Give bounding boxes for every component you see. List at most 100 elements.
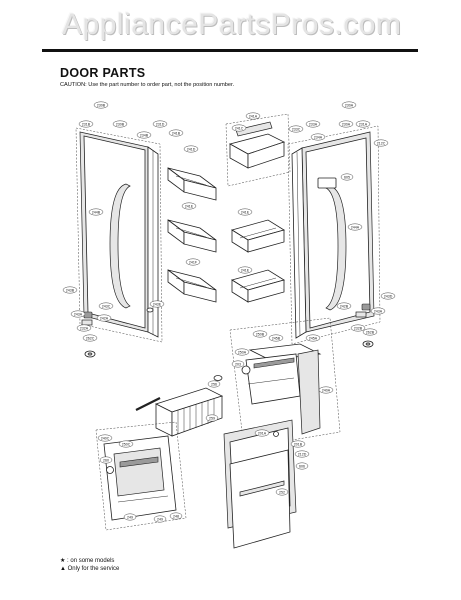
svg-text:231A: 231A: [359, 122, 368, 126]
label-250a: 250A: [234, 348, 250, 356]
svg-text:212C: 212C: [377, 141, 386, 145]
svg-text:241C: 241C: [235, 126, 244, 130]
label-201b: 201B: [290, 440, 306, 448]
label-234b: 234B: [136, 131, 152, 139]
label-230b-top: 230B: [93, 101, 109, 109]
svg-text:241A: 241A: [249, 114, 258, 118]
label-231d: 231D: [152, 120, 168, 128]
label-243a-right: 243A: [370, 307, 386, 315]
svg-text:241E: 241E: [185, 204, 194, 208]
svg-text:242A: 242A: [100, 316, 109, 320]
label-241f: 241F: [185, 258, 201, 266]
label-230b: 230B: [112, 120, 128, 128]
right-door: [287, 125, 381, 345]
door-bins-left: [167, 167, 217, 303]
door-parts-diagram: .p { fill: #ffffff; stroke: #222; stroke…: [62, 101, 396, 549]
door-bins-right: [225, 113, 291, 303]
svg-text:250C: 250C: [122, 442, 131, 446]
label-241e-lower: 241E: [237, 266, 253, 274]
label-249: 249: [123, 513, 137, 521]
svg-text:232A: 232A: [80, 326, 89, 330]
label-605: 605: [340, 173, 354, 181]
label-234a: 234A: [310, 133, 326, 141]
label-240c: 240C: [97, 434, 113, 442]
svg-text:241D: 241D: [187, 147, 196, 151]
svg-text:233A: 233A: [309, 122, 318, 126]
label-230a-top: 230A: [341, 101, 357, 109]
svg-text:230B: 230B: [97, 103, 106, 107]
label-233a: 233A: [305, 120, 321, 128]
svg-text:241F: 241F: [189, 260, 198, 264]
label-243e: 243E: [149, 300, 165, 308]
svg-text:243A: 243A: [374, 309, 383, 313]
label-231a: 231A: [355, 120, 371, 128]
svg-text:250A: 250A: [238, 350, 247, 354]
label-230a: 230A: [338, 120, 354, 128]
label-256: 256: [207, 380, 221, 388]
drawer-rail-assembly: [229, 317, 341, 449]
freezer-drawer-frame: [95, 421, 187, 531]
svg-text:240A: 240A: [322, 388, 331, 392]
label-244a: 244A: [347, 223, 363, 231]
left-hinge: [81, 307, 154, 358]
label-244b: 244B: [88, 208, 104, 216]
label-250b: 250B: [252, 330, 268, 338]
svg-text:231D: 231D: [156, 122, 165, 126]
svg-text:230A: 230A: [342, 122, 351, 126]
label-249-b: 249: [153, 515, 167, 523]
label-243b: 243B: [62, 286, 78, 294]
svg-text:242B: 242B: [340, 304, 349, 308]
svg-text:201A: 201A: [258, 431, 267, 435]
label-243c: 243C: [98, 302, 114, 310]
svg-text:259: 259: [209, 416, 215, 420]
label-241d: 241D: [183, 145, 199, 153]
label-212d: 212D: [294, 450, 310, 458]
svg-text:234A: 234A: [314, 135, 323, 139]
section-title: DOOR PARTS: [60, 66, 146, 80]
svg-text:201B: 201B: [294, 442, 303, 446]
header-rule: [42, 49, 418, 52]
svg-text:231B: 231B: [82, 122, 91, 126]
label-242a: 242A: [96, 314, 112, 322]
label-262b: 262B: [362, 328, 378, 336]
svg-text:249: 249: [127, 515, 133, 519]
svg-text:203: 203: [235, 362, 241, 366]
svg-text:262B: 262B: [366, 330, 375, 334]
label-259: 259: [205, 414, 219, 422]
label-241e: 241E: [181, 202, 197, 210]
svg-text:241E: 241E: [241, 210, 250, 214]
svg-text:240C: 240C: [101, 436, 110, 440]
svg-text:249: 249: [157, 517, 163, 521]
svg-text:230A: 230A: [345, 103, 354, 107]
svg-text:244A: 244A: [351, 225, 360, 229]
label-245b: 245B: [268, 334, 284, 342]
label-243d: 243D: [380, 292, 396, 300]
label-212c: 212C: [373, 139, 389, 147]
label-241c: 241C: [231, 124, 247, 132]
label-262c: 262C: [82, 334, 98, 342]
svg-text:606: 606: [299, 464, 305, 468]
svg-text:230B: 230B: [116, 122, 125, 126]
label-201a: 201A: [254, 429, 270, 437]
callout-labels: 230B 231B 230B 234B 231D 244B 241B 241C …: [62, 101, 396, 523]
right-hinge: [355, 303, 374, 348]
label-260: 260: [99, 456, 113, 464]
left-door: [75, 127, 163, 343]
svg-text:245B: 245B: [272, 336, 281, 340]
site-name: AppliancePartsPros.com: [62, 8, 402, 41]
svg-text:243B: 243B: [66, 288, 75, 292]
svg-text:243D: 243D: [384, 294, 393, 298]
caution-note: CAUTION: Use the part number to order pa…: [60, 82, 235, 88]
label-241a: 241A: [245, 112, 261, 120]
svg-text:248: 248: [173, 514, 179, 518]
label-243a: 243A: [70, 310, 86, 318]
svg-text:212D: 212D: [298, 452, 307, 456]
svg-text:250B: 250B: [256, 332, 265, 336]
svg-text:262C: 262C: [86, 336, 95, 340]
label-248: 248: [169, 512, 183, 520]
svg-text:605: 605: [344, 175, 350, 179]
svg-text:244B: 244B: [92, 210, 101, 214]
wire-basket: [135, 375, 224, 437]
svg-text:260: 260: [103, 458, 109, 462]
label-245a: 245A: [305, 334, 321, 342]
